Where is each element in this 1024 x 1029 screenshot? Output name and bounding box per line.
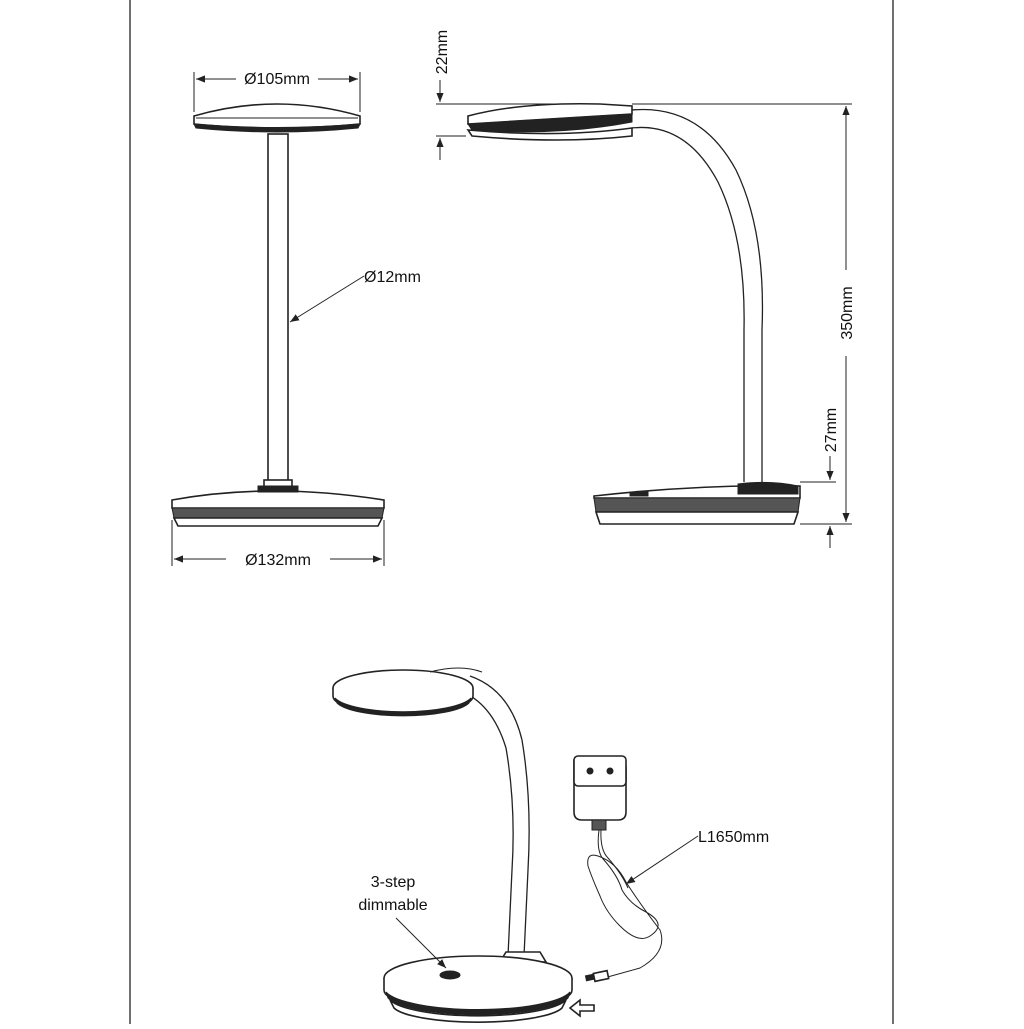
side-base (593, 481, 801, 525)
front-base (171, 485, 385, 527)
head-diameter-label: Ø105mm (244, 71, 310, 88)
total-height-dimension: 350mm (632, 103, 856, 525)
dimmable-label-line1: 3-step (371, 874, 416, 891)
perspective-base (383, 951, 573, 1023)
front-view: Ø105mm Ø12mm Ø132mm (171, 71, 421, 569)
power-cable (584, 829, 663, 983)
side-arm (631, 108, 764, 482)
sheet-frame (129, 0, 894, 1024)
front-stem (263, 133, 293, 489)
side-head (466, 102, 633, 141)
dimmer-button (439, 970, 461, 980)
head-thickness-dimension: 22mm (434, 30, 600, 160)
perspective-arm (457, 675, 530, 957)
front-head (193, 103, 361, 133)
base-height-label: 27mm (823, 408, 840, 452)
head-diameter-dimension: Ø105mm (193, 71, 361, 112)
connect-arrow (568, 998, 595, 1018)
power-adapter (573, 755, 627, 831)
total-height-label: 350mm (839, 286, 856, 339)
dimmable-callout: 3-step dimmable (358, 874, 447, 969)
perspective-view: 3-step dimmable L1650mm (332, 667, 769, 1023)
stem-diameter-dimension: Ø12mm (289, 269, 421, 323)
head-thickness-label: 22mm (434, 30, 451, 74)
base-diameter-label: Ø132mm (245, 552, 311, 569)
perspective-head (332, 667, 483, 717)
dimmable-label-line2: dimmable (358, 897, 427, 914)
cable-length-label: L1650mm (698, 829, 769, 846)
cable-length-callout: L1650mm (625, 829, 769, 885)
base-diameter-dimension: Ø132mm (171, 520, 385, 569)
side-view: 22mm 350mm 27mm (434, 30, 856, 548)
stem-diameter-label: Ø12mm (364, 269, 421, 286)
base-height-dimension: 27mm (800, 408, 840, 548)
